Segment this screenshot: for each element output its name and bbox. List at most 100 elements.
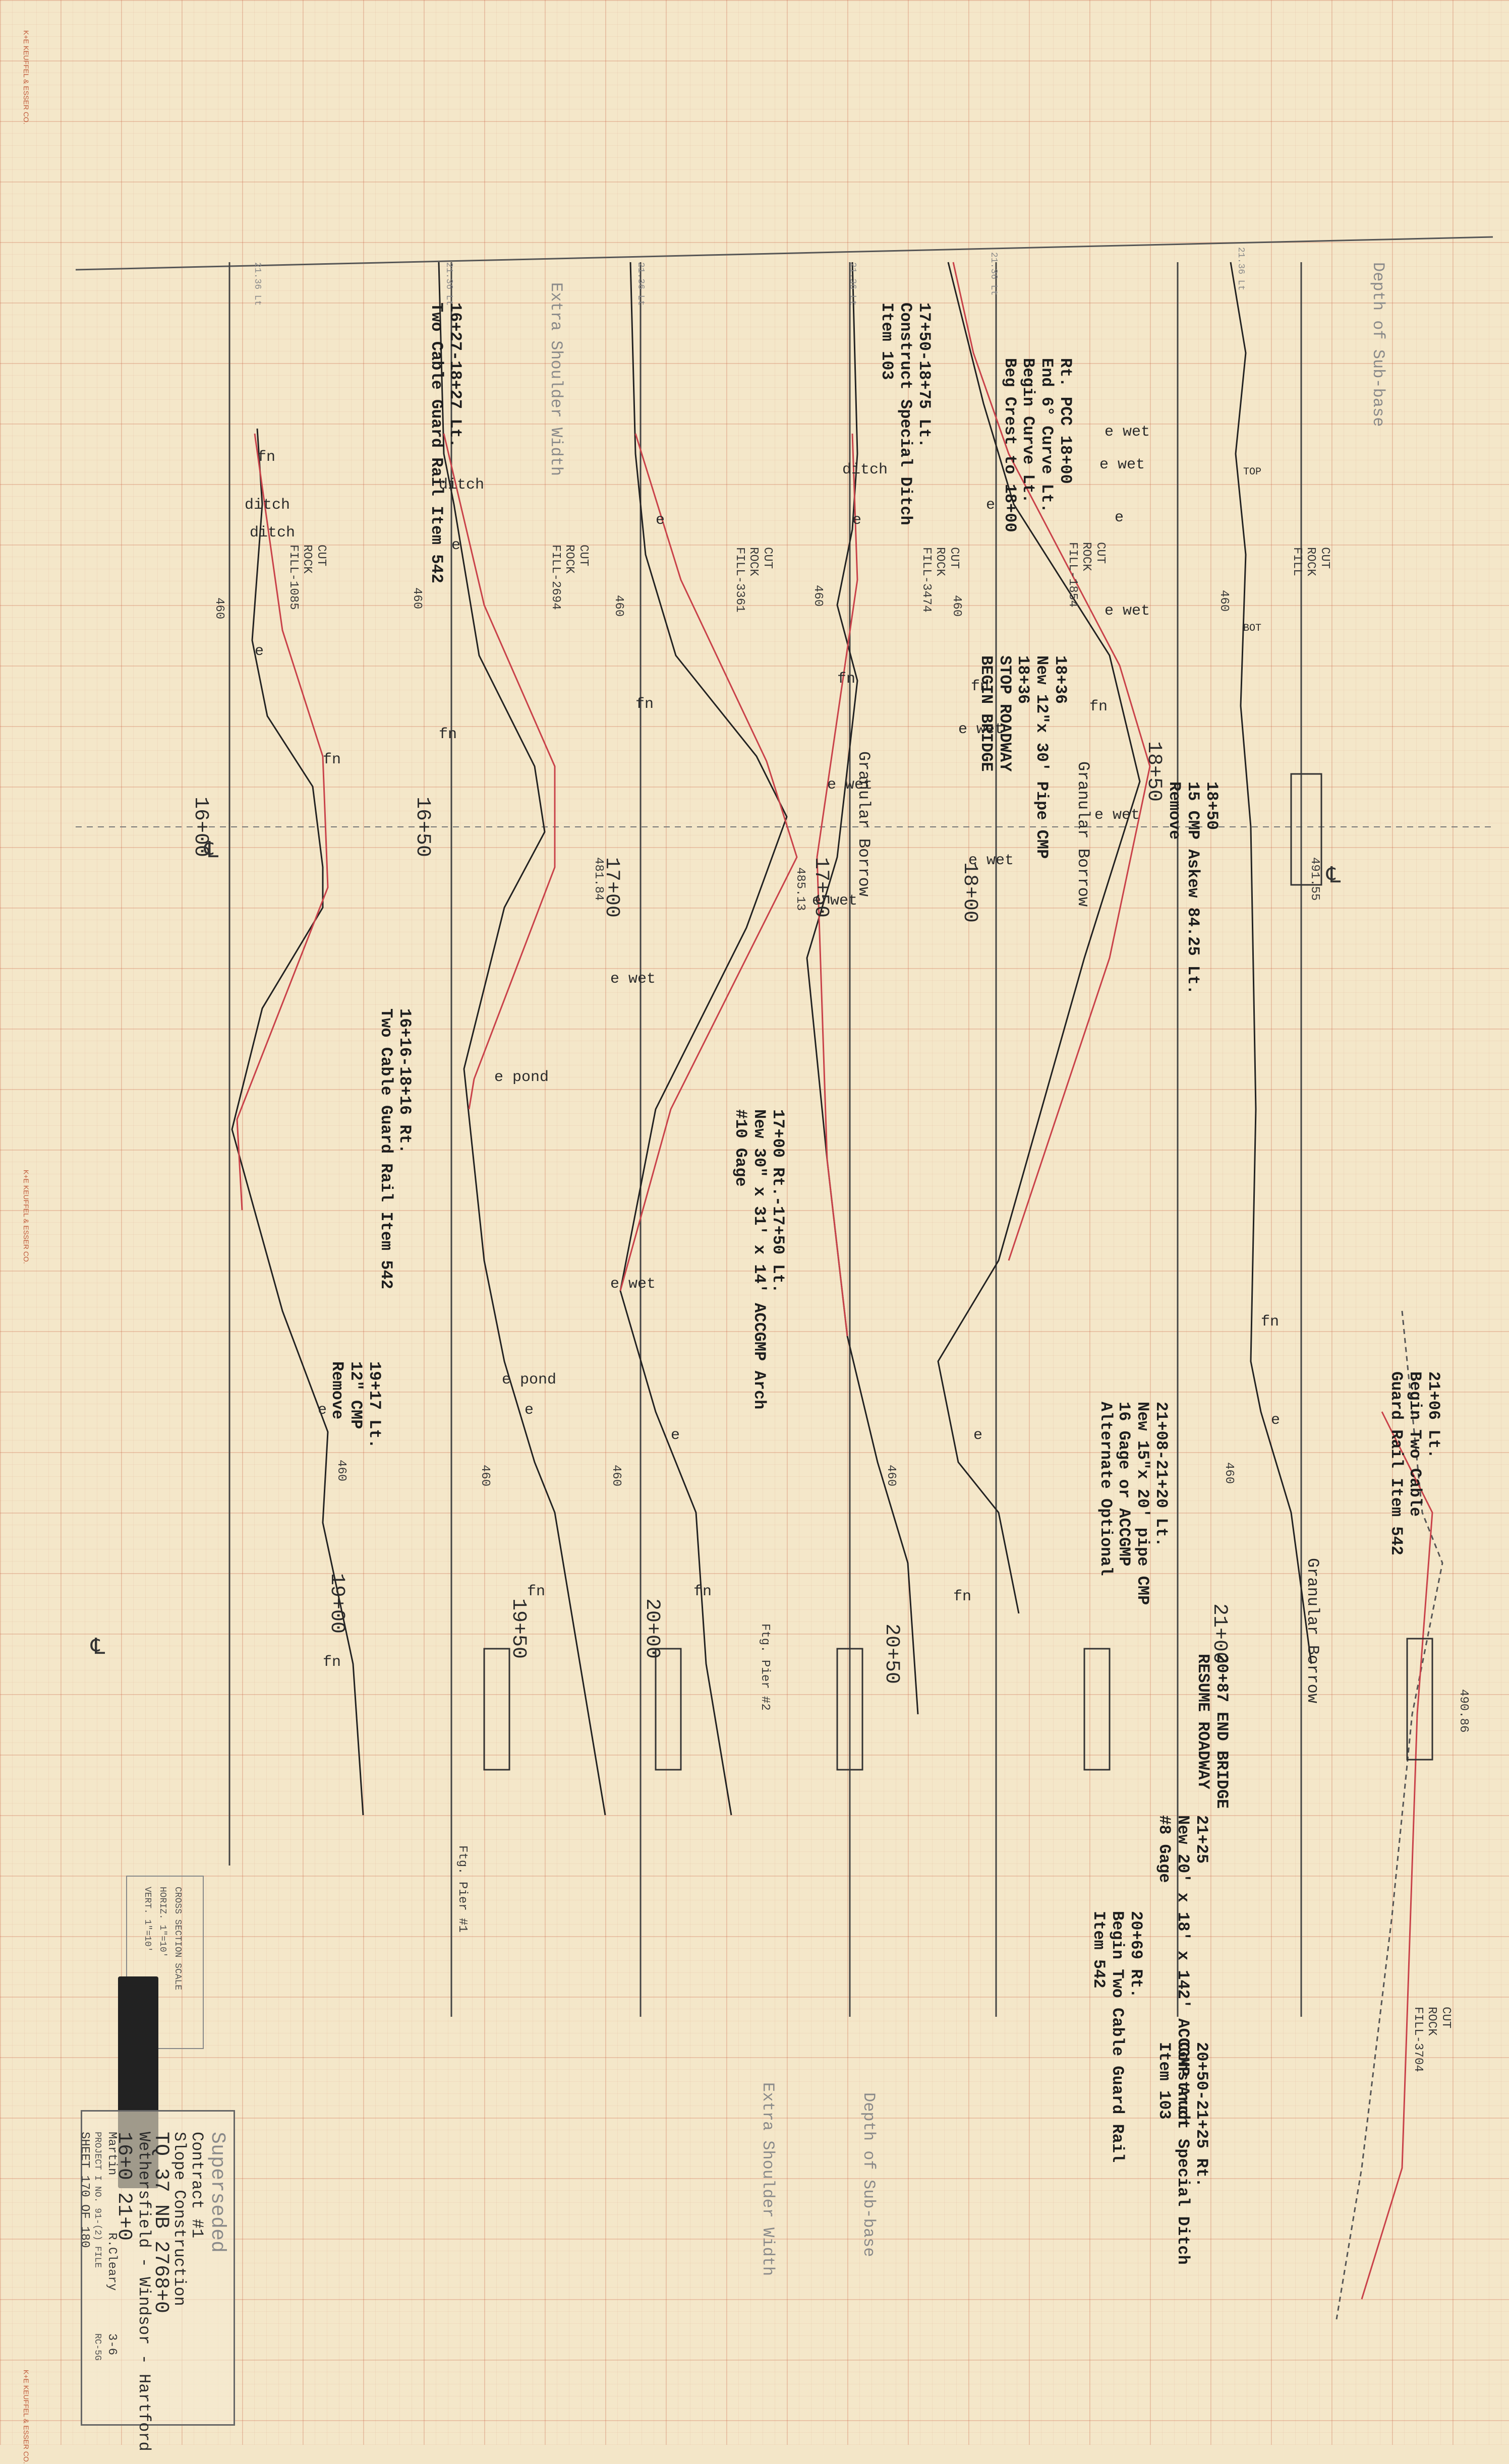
feature-wet: e wet [958,721,1004,738]
bridge-abutments [483,773,1433,1771]
station-label: 16+50 [411,797,434,858]
note-curve: Rt. PCC 18+00 End 6° Curve Lt. Begin Cur… [1000,358,1075,532]
feature-fn: fn [257,449,276,466]
feature-wet: e wet [1105,603,1150,620]
earthwork-quantity: CUT ROCK FILL-3704 [1411,2007,1453,2072]
feature-wet: e wet [968,852,1014,869]
status-label: Superseded [206,2132,228,2253]
ground-profile-1800 [937,262,1141,1614]
centerline-symbol: ℄ [204,839,219,864]
sheet-code-label: RC-5G [92,2333,102,2361]
feature-fn: fn [971,678,990,695]
subgrade-label: 460 [1217,590,1231,612]
subgrade-label: 460 [410,587,424,610]
feature-e: e [451,537,461,554]
feature-e: e [1271,1412,1281,1429]
feature-depth-subbase: Depth of Sub-base [859,2092,878,2257]
feature-e: e [973,1427,983,1444]
template-1800 [952,262,1151,1261]
feature-wet: e wet [1099,456,1145,473]
centerline-symbol: ℄ [1326,864,1341,889]
elevation-label: 481.84 [592,857,605,901]
feature-e: e [255,643,264,660]
feature-e: e [986,497,996,514]
earthwork-quantity: CUT ROCK FILL-1085 [286,545,328,610]
sheet-number-label: SHEET 170 OF 180 [78,2132,91,2248]
elevation-label: 485.13 [793,867,807,911]
feature-granular-borrow: Granular Borrow [1074,761,1092,907]
contract-label: Contract #1 [188,2132,206,2239]
feature-wet: e wet [812,892,858,910]
template-1700 [619,433,798,1291]
centerline-symbol: ℄ [91,1636,105,1661]
ground-profile-1750 [806,262,919,1715]
earthwork-quantity: CUT ROCK FILL-2694 [548,545,590,610]
earthwork-quantity: CUT ROCK FILL-1854 [1065,542,1107,608]
note-begin-guard-rail: 20+69 Rt. Begin Two Cable Guard Rail Ite… [1089,1911,1145,2163]
feature-e: e [525,1402,534,1419]
note-remove-cmp: 18+50 15 CMP Askew 84.25 Lt. Remove [1165,782,1221,995]
earthwork-quantity: CUT ROCK FILL [1290,547,1331,576]
ground-profile-1600 [231,428,364,1816]
datum-line [75,236,1493,271]
ground-profile-1850 [1230,262,1312,1664]
note-remove-cmp: 19+17 Lt. 12" CMP Remove [328,1361,384,1449]
feature-granular-borrow: Granular Borrow [1303,1558,1322,1704]
feature-extra-shoulder: Extra Shoulder Width [759,2082,777,2276]
stamp-text: CROSS SECTION SCALE [172,1887,183,1991]
feature-e: e [656,512,665,529]
template-2100 [1361,1411,1433,2300]
feature-ftg-pier: Ftg. Pier #2 [758,1624,772,1711]
stamp-text: HORIZ. 1"=10' [157,1887,167,1958]
project-label: PROJECT I NO. 91-(2) FILE [92,2132,102,2268]
ground-profile-1650 [438,262,606,1816]
subgrade-label: 460 [1222,1462,1236,1484]
feature-wet: e wet [1094,807,1140,824]
template-1600 [236,433,329,1211]
feature-fn: fn [323,1654,341,1671]
ground-profile-2100 [1336,1310,1443,2320]
station-label: 20+50 [880,1624,903,1685]
note-end-bridge: 20+87 END BRIDGE RESUME ROADWAY [1194,1654,1231,1809]
place-label: Wethersfield - Windsor - Hartford [135,2132,153,2451]
offset-label: 21.36 Lt [1236,247,1246,291]
feature-e: e [1115,509,1124,526]
note-pipe: 21+08-21+20 Lt. New 15"x 20' pipe CMP 16… [1096,1402,1171,1605]
station-label: 19+00 [325,1573,348,1634]
feature-e: e [671,1427,680,1444]
scale-stamp: CROSS SECTION SCALE HORIZ. 1"=10' VERT. … [126,1876,204,2049]
feature-fn: fn [439,726,457,743]
note-begin-guard-rail: 21+06 Lt. Begin Two Cable Guard Rail Ite… [1387,1371,1443,1555]
subgrade-label: 460 [334,1460,348,1482]
feature-ditch: ditch [250,524,296,542]
offset-label: 21.36 Lt [252,262,262,306]
elevation-label: 490.86 [1457,1689,1470,1733]
note-arch: 17+00 Rt.-17+50 Lt. New 30" x 31' x 14' … [731,1109,787,1410]
subgrade-label: 460 [811,585,825,607]
feature-pond: e pond [502,1371,557,1389]
feature-wet: e wet [610,1276,656,1293]
feature-e: e [852,512,862,529]
designer-label: Martin [105,2132,119,2176]
tape-strips [1480,1513,1505,2218]
station-label: 18+00 [958,862,981,923]
note-guard-rail: 16+27-18+27 Lt. Two Cable Guard Rail Ite… [427,303,465,583]
stamp-text: VERT. 1"=10' [142,1887,152,1952]
title-block: Superseded Contract #1 Slope Constructio… [78,2110,235,2451]
feature-granular-borrow: Granular Borrow [854,751,873,897]
note-guard-rail: 16+16-18+16 Rt. Two Cable Guard Rail Ite… [377,1008,414,1289]
note-special-ditch: 20+50-21+25 Rt. Construct Special Ditch … [1155,2042,1211,2265]
feature-ditch: ditch [245,497,291,514]
note-special-ditch: 17+50-18+75 Lt. Construct Special Ditch … [878,303,934,525]
offset-label: 21.36 Lt [635,262,646,306]
feature-fn: fn [693,1583,712,1600]
feature-extra-shoulder: Extra Shoulder Width [547,282,565,476]
feature-ditch: ditch [439,476,485,494]
station-label: 19+50 [507,1598,530,1659]
subgrade-label: 460 [212,597,226,620]
feature-bot: BOT [1243,623,1262,634]
feature-depth-subbase: Depth of Sub-base [1369,262,1387,427]
earthwork-quantity: CUT ROCK FILL-3474 [919,547,961,613]
